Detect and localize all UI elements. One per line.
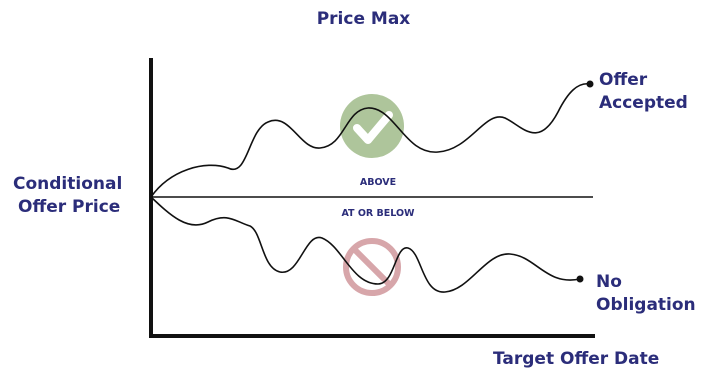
diagram-title: Price Max xyxy=(316,9,411,29)
offer-accepted-label-line-2: Accepted xyxy=(599,93,688,113)
upper-price-path xyxy=(150,83,591,198)
no-obligation-label-line-1: No xyxy=(596,272,622,292)
y-axis-label-line-1: Conditional xyxy=(13,174,123,194)
upper-endpoint-dot xyxy=(586,80,594,88)
y-axis-label-line-2: Offer Price xyxy=(18,197,121,217)
at-or-below-region-label: AT OR BELOW xyxy=(341,208,415,219)
lower-endpoint-dot xyxy=(576,275,584,283)
x-axis-label: Target Offer Date xyxy=(493,349,660,369)
no-obligation-label-line-2: Obligation xyxy=(596,295,696,315)
above-region-label: ABOVE xyxy=(359,177,397,188)
lower-price-path xyxy=(150,196,581,293)
check-icon xyxy=(340,94,404,158)
prohibited-icon xyxy=(343,238,401,296)
offer-accepted-label-line-1: Offer xyxy=(599,70,648,90)
